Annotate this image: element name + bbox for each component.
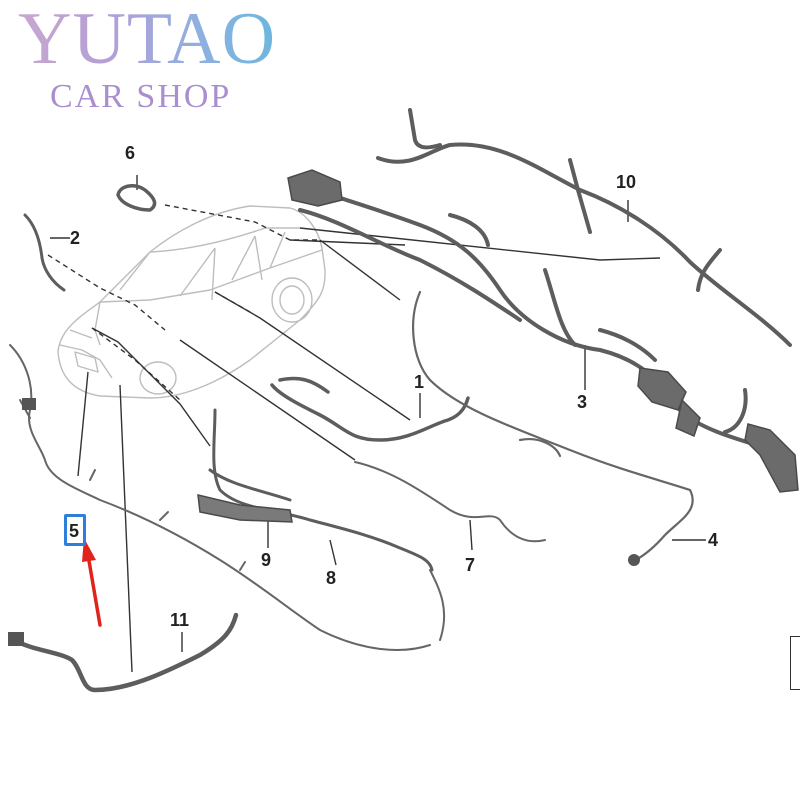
callout-7: 7 bbox=[465, 555, 476, 575]
callout-10: 10 bbox=[616, 172, 637, 192]
harness-9 bbox=[197, 494, 293, 523]
car-outline bbox=[57, 205, 326, 399]
harness-3 bbox=[298, 183, 792, 457]
callout-6: 6 bbox=[125, 143, 136, 163]
callout-11: 11 bbox=[170, 610, 190, 630]
harness-2 bbox=[23, 213, 66, 292]
callout-5-highlight bbox=[64, 514, 86, 546]
brand-logo-tagline: CAR SHOP bbox=[50, 78, 232, 115]
connector-5a bbox=[22, 398, 36, 410]
harness-4 bbox=[412, 290, 694, 564]
callout-1: 1 bbox=[414, 372, 425, 392]
callout-4: 4 bbox=[708, 530, 719, 550]
brand-logo-title: YUTAO bbox=[18, 0, 277, 80]
callout-3: 3 bbox=[577, 392, 588, 412]
callout-9: 9 bbox=[261, 550, 272, 570]
harness-1 bbox=[270, 376, 470, 442]
solid-leaders bbox=[50, 175, 706, 673]
callout-2: 2 bbox=[70, 228, 81, 248]
corner-reference-box bbox=[790, 636, 800, 690]
connector-11-end bbox=[8, 632, 24, 646]
connector-4-end bbox=[628, 554, 640, 566]
harness-6 bbox=[116, 184, 157, 212]
dashed-leaders bbox=[47, 204, 320, 401]
harness-10 bbox=[376, 108, 792, 347]
callout-5: 5 bbox=[69, 521, 80, 541]
callout-8: 8 bbox=[326, 568, 337, 588]
harness-11 bbox=[12, 612, 239, 693]
harness-7 bbox=[354, 461, 546, 641]
red-arrow bbox=[82, 538, 102, 627]
harness-8 bbox=[208, 408, 434, 572]
grommets bbox=[287, 169, 799, 493]
